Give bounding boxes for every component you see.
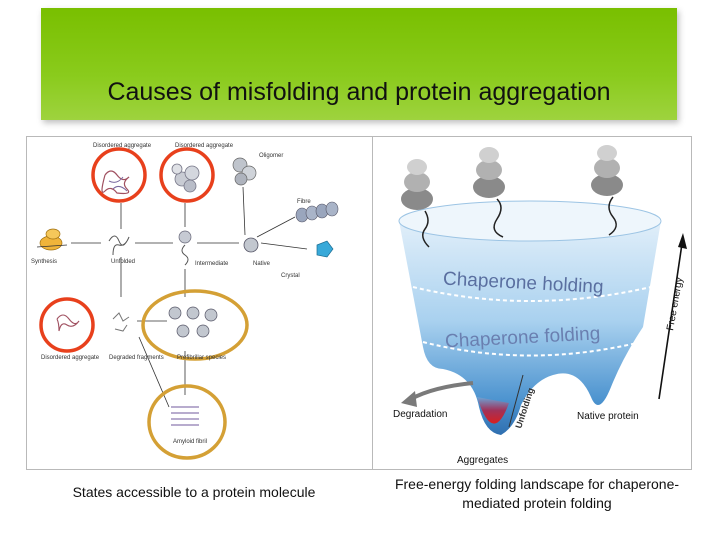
ribosome-shape xyxy=(37,229,67,250)
label-degraded: Degraded fragments xyxy=(109,355,164,361)
slide-title: Causes of misfolding and protein aggrega… xyxy=(41,78,677,107)
label-unfolded: Unfolded xyxy=(111,259,135,265)
free-energy-arrowhead xyxy=(678,233,687,249)
title-banner: Causes of misfolding and protein aggrega… xyxy=(41,8,677,120)
protein-states-svg: Disordered aggregate Disordered aggregat… xyxy=(27,137,373,469)
caption-right: Free-energy folding landscape for chaper… xyxy=(382,475,692,513)
gold-highlight-circle-1 xyxy=(143,291,247,359)
label-prefibrillar: Prefibrillar species xyxy=(177,355,226,361)
label-amyloid: Amyloid fibril xyxy=(173,439,207,445)
unfolded-chain xyxy=(109,236,129,255)
label-fibre: Fibre xyxy=(297,199,311,205)
gold-highlight-circle-2 xyxy=(149,386,225,458)
crystal-shape xyxy=(317,241,333,257)
label-disordered-top1: Disordered aggregate xyxy=(93,143,152,149)
label-native-protein: Native protein xyxy=(577,411,639,422)
disordered-aggregate-bottom-shape xyxy=(57,315,79,331)
pathway-arrows xyxy=(71,187,307,407)
label-disordered-top2: Disordered aggregate xyxy=(175,143,234,149)
oligomer-shape xyxy=(233,158,256,185)
amyloid-fibril-shape xyxy=(171,407,199,425)
protein-states-diagram: Disordered aggregate Disordered aggregat… xyxy=(26,136,374,470)
label-disordered-bottom: Disordered aggregate xyxy=(41,355,100,361)
label-synthesis: Synthesis xyxy=(31,259,57,265)
label-degradation: Degradation xyxy=(393,409,447,420)
prefibrillar-shape xyxy=(169,307,217,337)
label-free-energy: Free energy xyxy=(665,277,685,332)
degradation-arrow xyxy=(411,383,473,399)
label-oligomer: Oligomer xyxy=(259,153,283,159)
energy-landscape-diagram: Chaperone holding Chaperone folding Free… xyxy=(372,136,692,470)
intermediate-shape xyxy=(179,231,191,265)
label-intermediate: Intermediate xyxy=(195,261,229,267)
funnel-rim xyxy=(399,201,661,241)
disordered-aggregate-top-left xyxy=(102,171,129,194)
label-crystal: Crystal xyxy=(281,273,300,279)
label-native: Native xyxy=(253,261,271,267)
degraded-fragments-shape xyxy=(113,313,129,331)
degradation-arrowhead xyxy=(401,391,417,407)
disordered-aggregate-top-right xyxy=(172,164,199,192)
label-aggregates: Aggregates xyxy=(457,455,508,466)
energy-landscape-svg: Chaperone holding Chaperone folding Free… xyxy=(373,137,691,469)
native-shape xyxy=(244,238,258,252)
fibre-shape xyxy=(296,202,338,222)
caption-left: States accessible to a protein molecule xyxy=(26,483,362,502)
